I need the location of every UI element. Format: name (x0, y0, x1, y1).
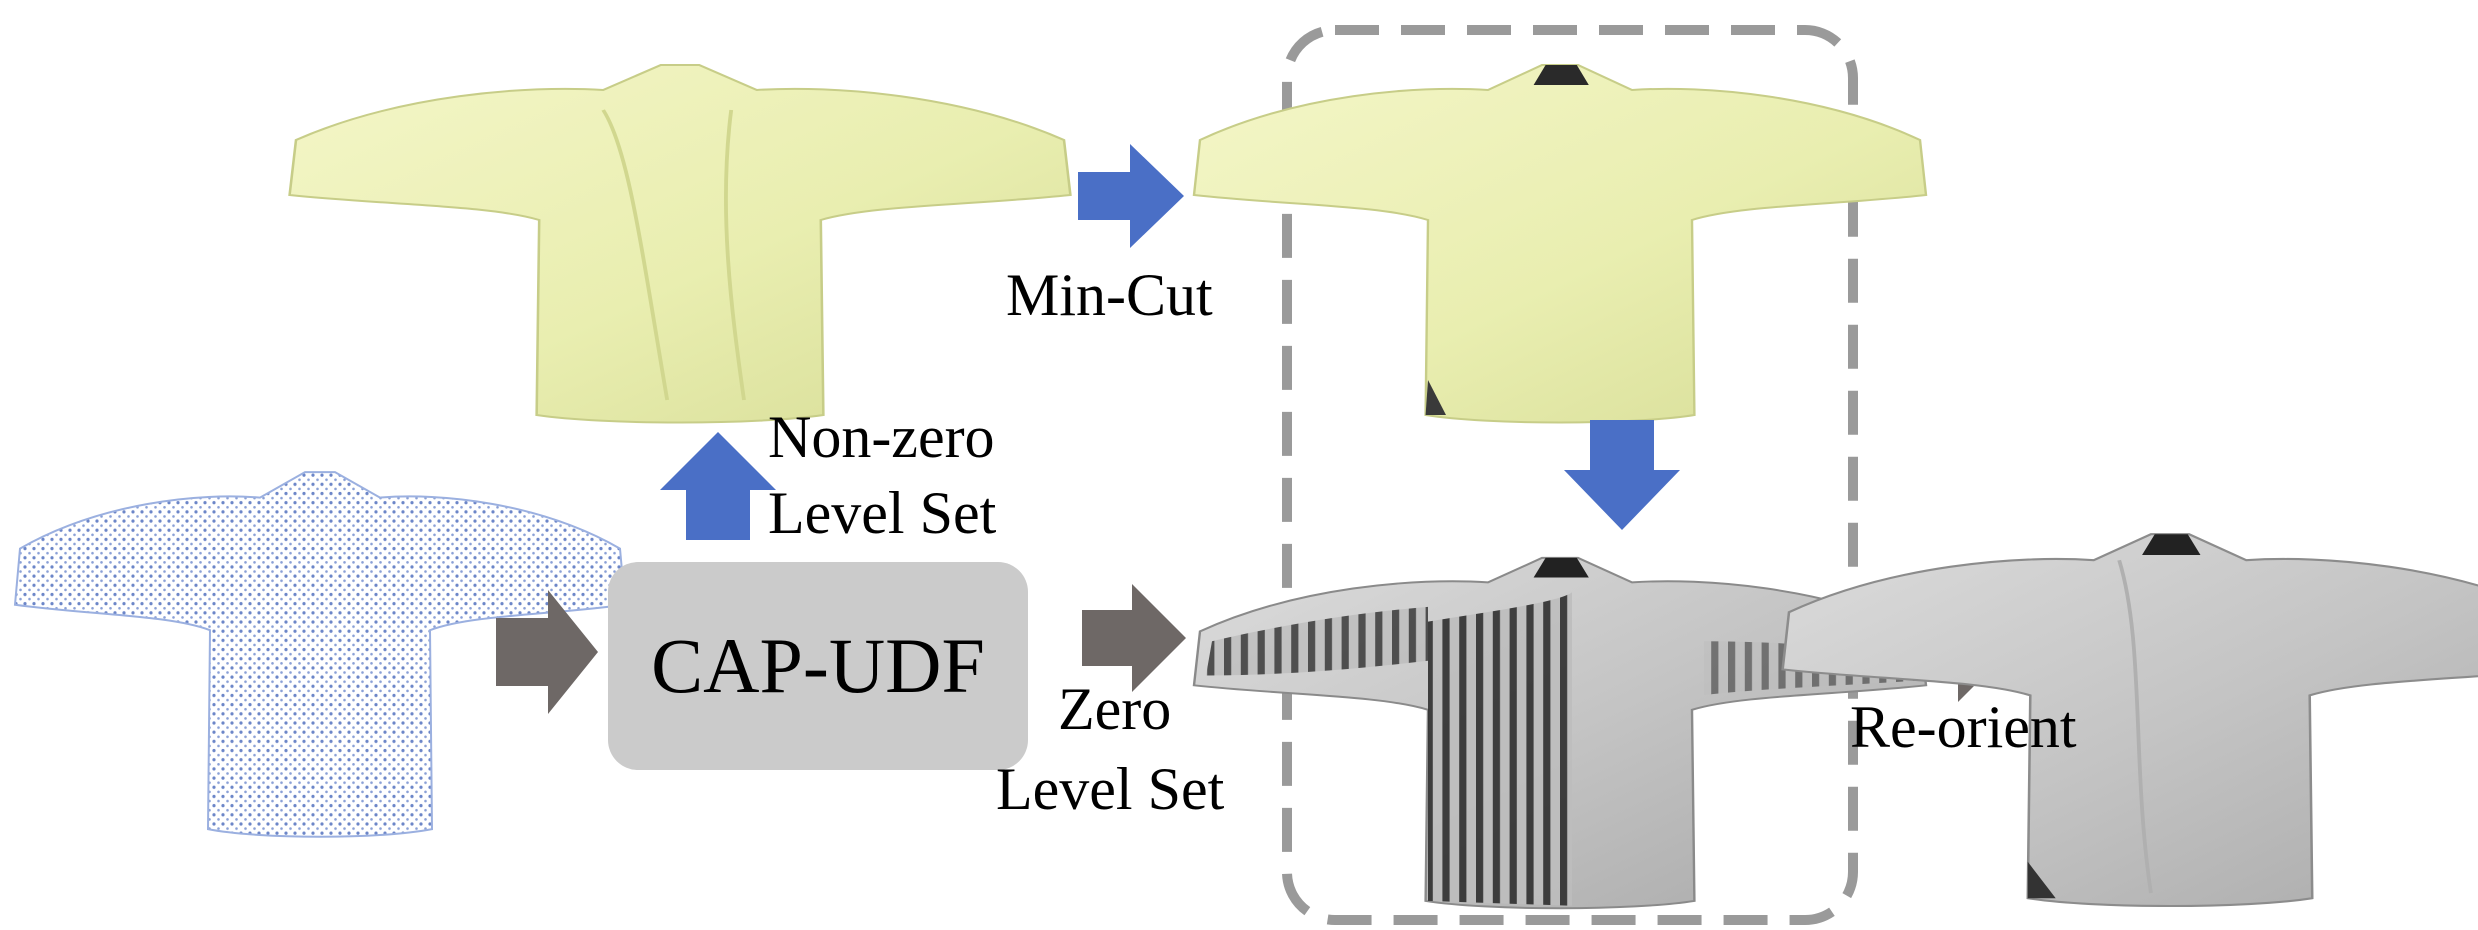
level-set-top-label: Level Set (768, 480, 997, 546)
zero-label: Zero (1058, 676, 1172, 742)
min-cut-label: Min-Cut (1006, 262, 1213, 328)
non-zero-level-set-mesh (288, 63, 1072, 424)
cap-udf-box (608, 562, 1028, 770)
arrow-right-icon (496, 590, 598, 714)
arrow-up-icon (660, 432, 776, 540)
re-orient-label: Re-orient (1850, 694, 2077, 760)
cap-udf-label: CAP-UDF (651, 622, 985, 709)
arrow-right-icon (1078, 144, 1184, 248)
level-set-bottom-label: Level Set (996, 756, 1225, 822)
non-zero-label: Non-zero (768, 404, 995, 470)
arrow-down-icon (1564, 420, 1680, 530)
min-cut-group-box (1282, 25, 1858, 925)
min-cut-mesh (1192, 63, 1928, 424)
re-oriented-mesh (1781, 532, 2478, 908)
arrow-right-icon (1082, 584, 1186, 692)
